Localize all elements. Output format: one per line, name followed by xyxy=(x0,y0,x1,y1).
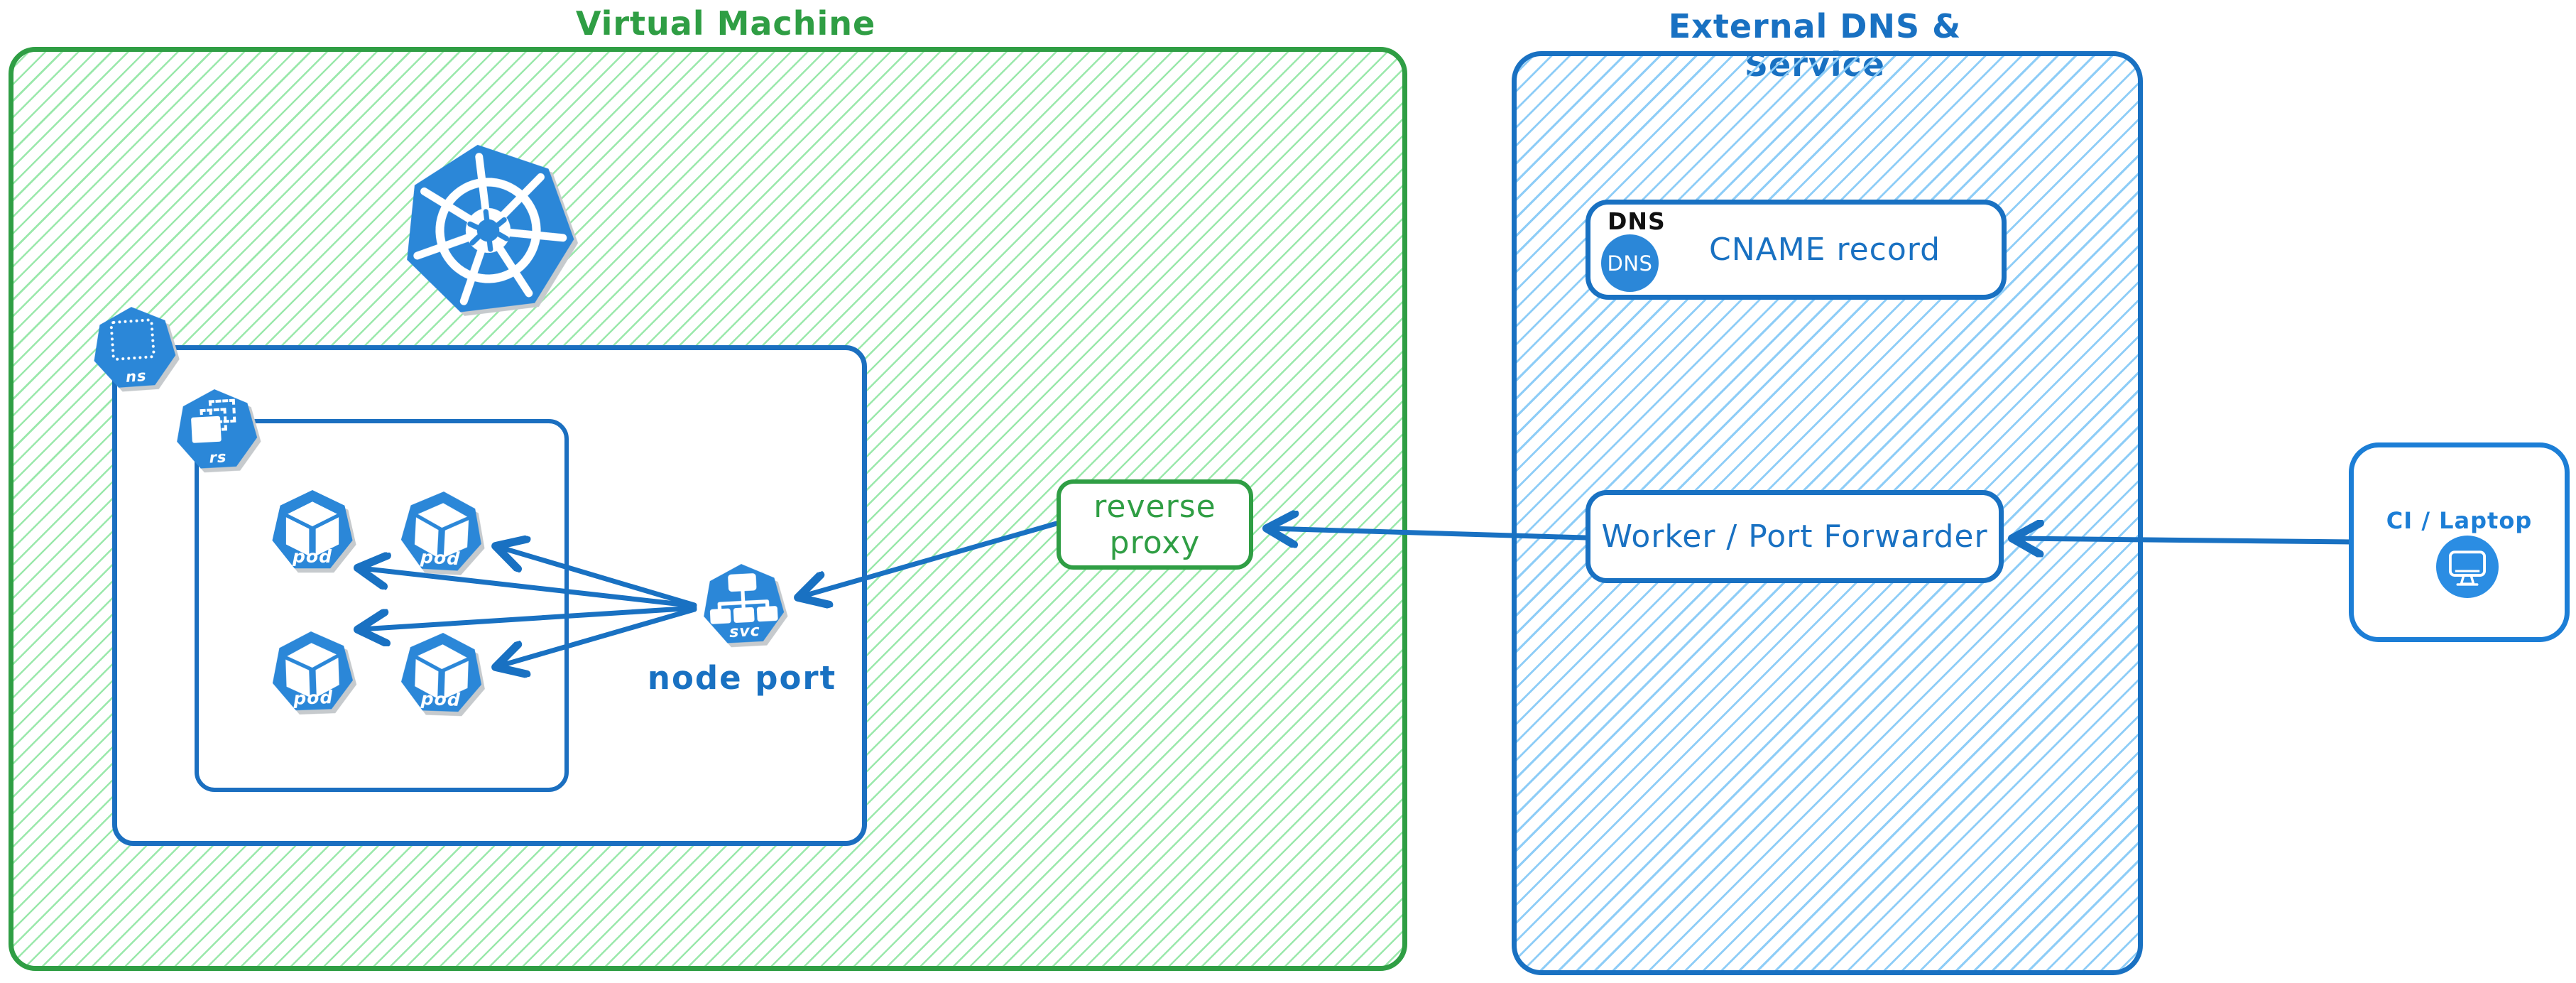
replicaset-solid-square xyxy=(191,416,221,443)
virtual-machine-title: Virtual Machine xyxy=(575,4,876,43)
service-icon-label: svc xyxy=(728,621,761,641)
pod-icon: pod xyxy=(399,631,484,717)
reverse-proxy-label: reverse proxy xyxy=(1093,488,1216,561)
pod-icon: pod xyxy=(270,630,355,715)
kubernetes-logo-icon xyxy=(392,134,584,327)
pod-icon: pod xyxy=(398,489,485,576)
monitor-icon xyxy=(2436,536,2499,598)
pod-label: pod xyxy=(420,546,461,570)
cname-record-label: CNAME record xyxy=(1708,232,1941,268)
replicaset-box xyxy=(195,419,569,792)
cube-icon xyxy=(399,631,484,717)
cube-icon xyxy=(398,489,485,576)
cube-icon xyxy=(270,630,355,715)
pod-label: pod xyxy=(293,686,334,709)
pod-icon: pod xyxy=(271,490,354,572)
replicaset-icon-label: rs xyxy=(208,448,228,467)
dns-cname-card: DNS DNS CNAME record xyxy=(1586,200,2007,300)
reverse-proxy-box: reverse proxy xyxy=(1057,479,1253,570)
worker-port-forwarder-label: Worker / Port Forwarder xyxy=(1601,518,1988,555)
replicaset-icon: rs xyxy=(173,387,260,474)
namespace-icon: ns xyxy=(89,304,179,393)
dns-badge-label: DNS xyxy=(1607,251,1653,276)
service-icon: svc xyxy=(700,562,787,648)
dns-tag: DNS xyxy=(1608,207,1666,235)
worker-port-forwarder-box: Worker / Port Forwarder xyxy=(1586,490,2004,583)
namespace-icon-label: ns xyxy=(125,366,148,386)
service-tree-icon xyxy=(700,562,787,648)
pod-label: pod xyxy=(293,545,332,567)
namespace-dotted-square xyxy=(109,318,155,362)
ci-laptop-label: CI / Laptop xyxy=(2386,507,2533,534)
ci-laptop-box: CI / Laptop xyxy=(2349,442,2570,642)
node-port-caption: node port xyxy=(647,659,837,697)
dns-badge-icon: DNS xyxy=(1601,234,1659,292)
pod-label: pod xyxy=(420,688,462,710)
cube-icon xyxy=(285,501,339,556)
